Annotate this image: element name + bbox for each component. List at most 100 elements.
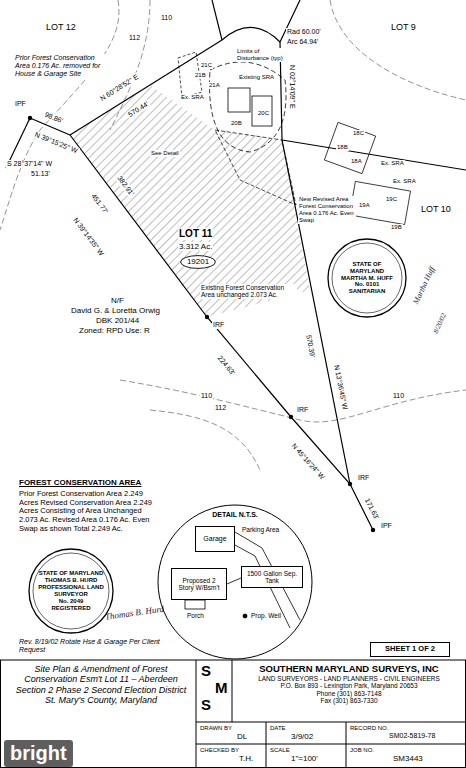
plat-label: N 39°14'35" W <box>71 216 106 259</box>
plat-label: LOT 9 <box>390 22 417 32</box>
house-box: Proposed 2 Story W/Bsm't <box>171 568 227 600</box>
node-text: P.O. Box 893 - Lexington Park, Maryland … <box>238 682 460 689</box>
watermark: bright <box>4 740 73 767</box>
signature: Martha Huff <box>411 264 437 306</box>
seal-ring <box>332 243 402 313</box>
plat-label: Rev. 8/19/02 Rotate Hse & Garage Per Cli… <box>18 638 185 654</box>
septic-tank-box: 1500 Gallon Sep. Tank <box>241 566 303 588</box>
title-block-text: M <box>214 679 229 696</box>
plat-label: Existing SRA <box>238 74 275 81</box>
plat-label: 19C <box>385 196 398 203</box>
title-block-text: 3/9/02 <box>290 732 314 741</box>
node-text: LAND SURVEYORS - LAND PLANNERS - CIVIL E… <box>238 675 460 682</box>
plat-label: 224.63' <box>215 353 237 377</box>
title-block-text: T.H. <box>238 754 254 763</box>
garage-site <box>252 96 272 126</box>
sanitarian-seal: STATE OF MARYLANDMARTHA M. HUFFNo. 0101S… <box>327 238 407 318</box>
plat-label: N 02°14'09" E <box>288 64 296 110</box>
plat-label: 451.77' <box>89 192 110 217</box>
plat-label: Prior Forest Conservation Area 2.249 Acr… <box>18 490 155 533</box>
plat-label: 110 <box>392 392 405 400</box>
plat-label: FOREST CONSERVATION AREA <box>18 478 142 487</box>
plat-label: LOT 10 <box>420 204 452 214</box>
plat-label: 20C <box>257 110 270 117</box>
plat-label: S 28°37'14" W <box>6 160 53 168</box>
node-text: No. 2049 <box>38 598 104 605</box>
plat-label: 18C <box>352 130 365 137</box>
node-text: STATE OF MARYLAND <box>38 570 104 577</box>
plat-label: 21B <box>194 72 207 79</box>
plat-label: Rad 60.00' <box>286 28 322 36</box>
plat-label: 3.312 Ac. <box>178 242 213 251</box>
monuments <box>28 116 375 532</box>
plat-label: Limits of Disturbance (typ) <box>236 48 286 62</box>
title-block-text: SM02-5819-78 <box>388 732 436 740</box>
sheet-box: SHEET 1 OF 2 <box>370 642 450 657</box>
detail-circle: DETAIL N.T.S. GarageProposed 2 Story W/Bs… <box>157 504 313 660</box>
node-text: SANITARIAN <box>336 288 398 295</box>
plat-label: 21A <box>208 82 221 89</box>
plat-label: 19A <box>358 202 371 209</box>
title-block-text: S <box>200 662 212 679</box>
plat-label: 21C <box>200 62 213 69</box>
plat-label: Ex. SRA <box>180 94 205 101</box>
node-text: MARTHA M. HUFF <box>336 275 398 282</box>
plat-label: 18A <box>350 158 363 165</box>
node-text: REGISTERED <box>38 605 104 612</box>
plat-label: 110 <box>200 392 213 400</box>
seal-ring <box>33 553 109 629</box>
plat-label: Ex. SRA <box>392 178 417 185</box>
title-block-text: CHECKED BY <box>199 747 240 754</box>
plat-label: 20B <box>230 120 243 127</box>
title-block-text: DATE <box>269 725 287 732</box>
plat-label: Zoned: RPD Use: R <box>78 326 151 335</box>
plat-label: David G. & Loretta Orwig <box>70 306 161 315</box>
sra-area <box>349 181 410 224</box>
node-text: 1500 Gallon Sep. Tank <box>244 570 300 585</box>
plat-label: 570.44' <box>126 99 151 119</box>
seal-text-stack: STATE OF MARYLANDTHOMAS B. HURDPROFESSIO… <box>38 570 104 611</box>
detail-outline <box>158 505 312 659</box>
node-text: Fax (301) 863-7330 <box>238 697 460 704</box>
plat-label: 570.39' <box>304 333 317 359</box>
seal-text-stack: STATE OF MARYLANDMARTHA M. HUFFNo. 0101S… <box>336 261 398 295</box>
plat-label: 18B <box>336 144 349 151</box>
plat-label: See Detail <box>150 150 180 157</box>
signature: Thomas B. Hurd <box>103 603 165 622</box>
plat-label: Arc 64.94' <box>286 38 319 46</box>
node-text: DETAIL N.T.S. <box>157 511 313 519</box>
plat-label: Existing Forest Conservation Area unchan… <box>200 284 297 299</box>
signature: 8/20/02 <box>431 311 448 336</box>
lot-number-oval: 19201 <box>180 255 216 269</box>
plat-label: 98.86' <box>42 110 64 125</box>
sra-area <box>324 122 375 173</box>
plat-label: LOT 12 <box>45 22 77 32</box>
plat-label: Prop. Well <box>250 612 282 619</box>
plat-label: Prior Forest Conservation Area 0.176 Ac.… <box>14 54 111 78</box>
plat-label: N 39°15'25" W <box>32 130 79 155</box>
plat-label: New Revised Area Forest Conservation Are… <box>298 196 356 224</box>
title-block-text: DL <box>236 732 248 741</box>
plat-label: N 13°36'45" W <box>332 363 349 411</box>
plat-label: N/F <box>110 296 125 305</box>
forest-hatch <box>70 85 310 317</box>
title-block-text: RECORD NO. <box>349 725 389 732</box>
plan-caption: Site Plan & Amendment of Forest Conserva… <box>8 664 194 705</box>
node-text: No. 0101 <box>336 281 398 288</box>
title-block-text: SCALE <box>269 747 291 754</box>
plat-label: DBK 201/44 <box>95 316 140 325</box>
node-text: Phone (301) 863-7148 <box>238 690 460 697</box>
title-block-text: SM3443 <box>392 754 424 763</box>
node-text: SOUTHERN MARYLAND SURVEYS, INC <box>238 664 460 675</box>
node-text: Garage <box>198 535 232 543</box>
plat-label: 112 <box>128 34 141 42</box>
node-text: STATE OF MARYLAND <box>336 261 398 275</box>
plat-label: 19B <box>390 224 403 231</box>
plat-label: 171.63' <box>362 496 380 522</box>
plat-label: LOT 11 <box>178 228 213 240</box>
company-block: SOUTHERN MARYLAND SURVEYS, INCLAND SURVE… <box>236 662 462 720</box>
plat-label: IRF <box>357 474 370 482</box>
plat-label: IPF <box>380 522 393 530</box>
title-block-text: 1"=100' <box>290 754 319 763</box>
node-text: SHEET 1 OF 2 <box>373 645 447 654</box>
